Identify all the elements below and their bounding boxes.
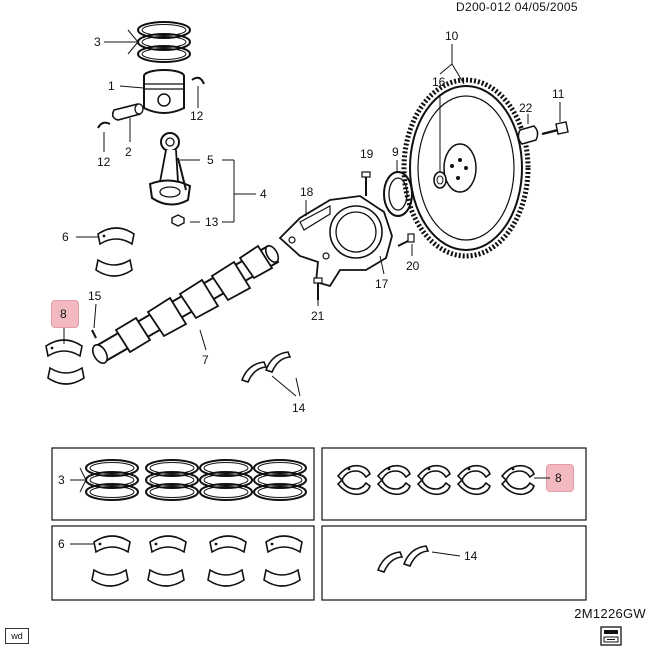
callout-10: 10 (445, 29, 459, 43)
circlip-right (191, 76, 205, 85)
document-icon (600, 626, 622, 646)
diagram-code-date: D200-012 04/05/2005 (456, 0, 578, 14)
callout-7: 7 (202, 353, 209, 367)
crankshaft-key (91, 329, 97, 339)
callout-9: 9 (392, 145, 399, 159)
thrust-washer-right (265, 351, 291, 373)
callout-11: 11 (552, 87, 565, 101)
flywheel-bolt (541, 121, 569, 136)
flywheel-washer (517, 125, 539, 145)
callout-19: 19 (360, 147, 374, 161)
callout-14-top: 14 (292, 401, 306, 415)
con-rod-bearing-upper (97, 227, 135, 245)
piston-pin (111, 103, 144, 121)
callout-12-right: 12 (190, 109, 204, 123)
circlip-left (97, 121, 111, 129)
callout-22: 22 (519, 101, 533, 115)
callout-18: 18 (300, 185, 314, 199)
connecting-rod (148, 132, 192, 206)
crankshaft (91, 244, 280, 364)
rod-nut (171, 214, 185, 227)
main-bearing-kit-panel (321, 447, 587, 521)
callout-13: 13 (205, 215, 219, 229)
callout-14-kit: 14 (464, 549, 478, 563)
callout-3-kit: 3 (58, 473, 65, 487)
callout-8-left: 8 (60, 307, 67, 321)
flywheel (401, 77, 531, 259)
callout-15: 15 (88, 289, 102, 303)
callout-8-kit: 8 (555, 471, 562, 485)
callout-2: 2 (125, 145, 132, 159)
pilot-bearing (433, 171, 447, 189)
ring-kit-panel (51, 447, 315, 521)
callout-3-top: 3 (94, 35, 101, 49)
rod-bolt (177, 157, 187, 191)
callout-5: 5 (207, 153, 214, 167)
callout-12-left: 12 (97, 155, 111, 169)
thrust-washer-left (241, 361, 267, 383)
wd-badge: wd (5, 628, 29, 644)
thrust-washer-kit-panel (321, 525, 587, 601)
main-bearing-lower (47, 367, 85, 385)
callout-4: 4 (260, 187, 267, 201)
callout-20: 20 (406, 259, 420, 273)
housing-bolt-side (397, 233, 415, 247)
callout-21: 21 (311, 309, 325, 323)
oil-seal-housing (278, 195, 393, 288)
housing-gasket (299, 205, 331, 231)
callout-16: 16 (432, 75, 446, 89)
con-rod-bearing-lower (95, 259, 133, 277)
rod-bearing-kit-panel (51, 525, 315, 601)
housing-bolt-bottom (313, 277, 323, 300)
callout-17: 17 (375, 277, 389, 291)
highlight-marker-left (51, 300, 79, 328)
housing-bolt-top (361, 171, 371, 196)
piston-ring-set (137, 21, 191, 63)
rear-oil-seal (383, 171, 413, 217)
piston (143, 69, 185, 114)
callout-6-top: 6 (62, 230, 69, 244)
figure-id: 2M1226GW (574, 606, 646, 621)
callout-6-kit: 6 (58, 537, 65, 551)
callout-1: 1 (108, 79, 115, 93)
